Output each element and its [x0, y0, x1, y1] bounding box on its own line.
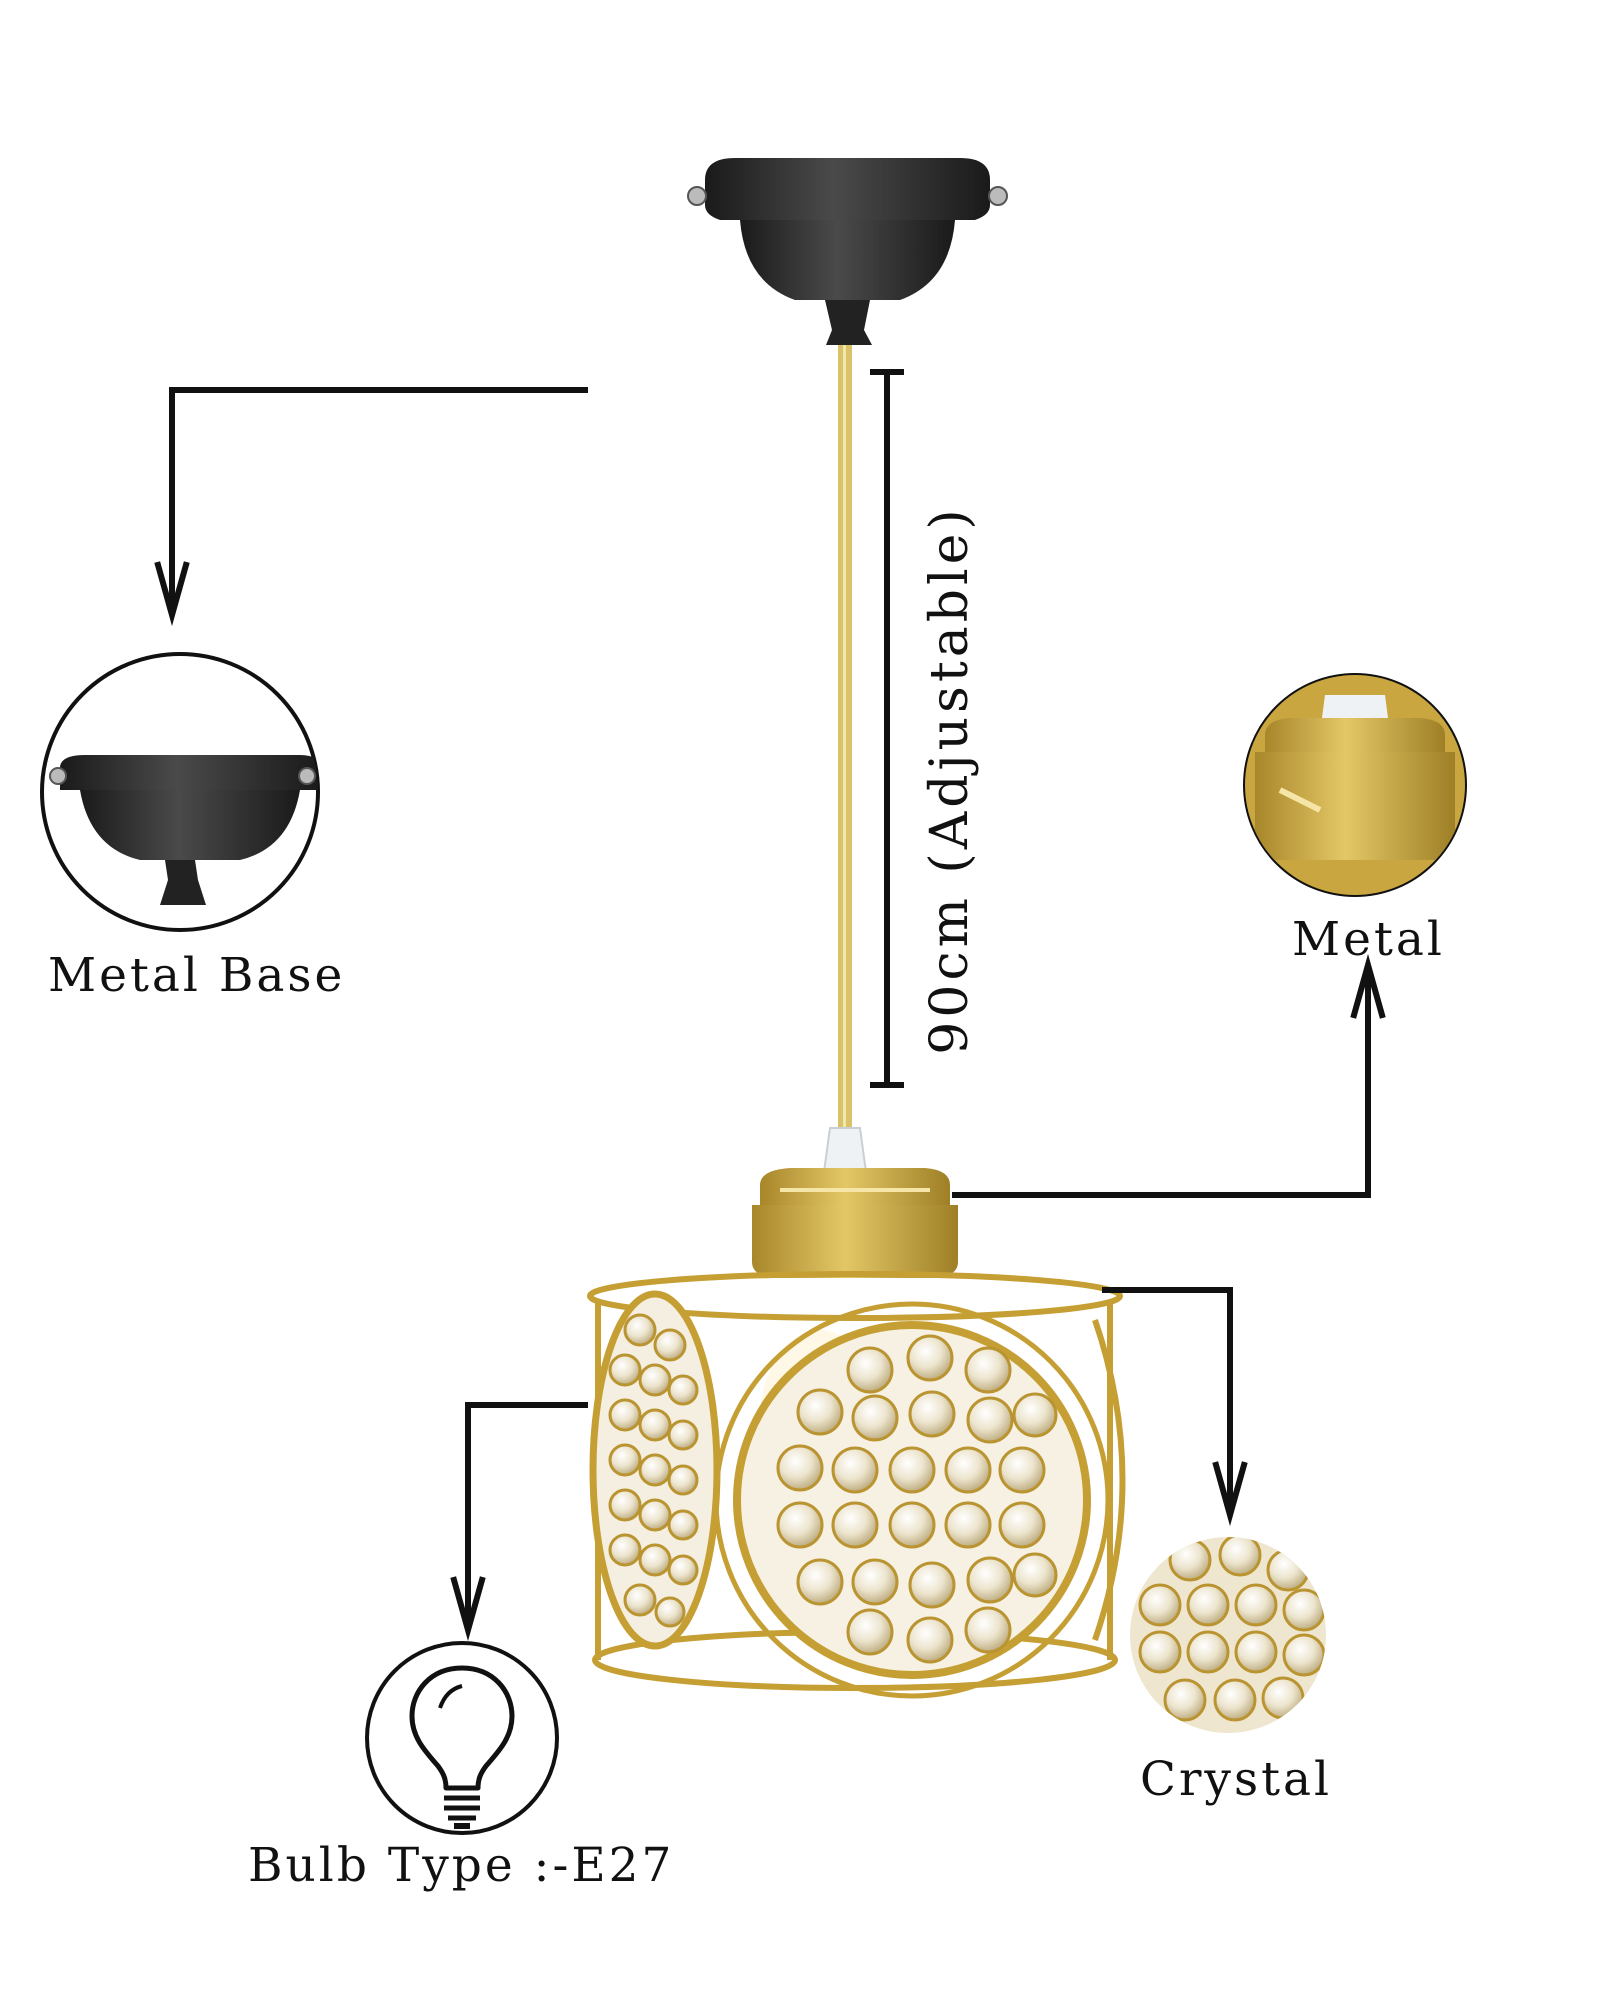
metal-base-label: Metal Base: [48, 948, 346, 1003]
leader-lines: [154, 387, 1386, 1642]
metal-cap-detail: [1243, 673, 1467, 897]
power-cord: [822, 345, 868, 1173]
lamp-shade: [587, 1168, 1126, 1699]
metal-label: Metal: [1292, 912, 1445, 967]
metal-base-detail: [40, 652, 320, 932]
cord-length-dimension: [870, 369, 904, 1088]
crystal-label: Crystal: [1140, 1752, 1333, 1807]
lightbulb-icon: [409, 1665, 515, 1829]
ceiling-canopy: [687, 158, 1008, 345]
cord-length-label: 90cm (Adjustable): [920, 505, 980, 1055]
crystal-detail: [1130, 1537, 1326, 1733]
bulb-type-label: Bulb Type :-E27: [248, 1838, 675, 1893]
bulb-detail: [365, 1641, 559, 1835]
